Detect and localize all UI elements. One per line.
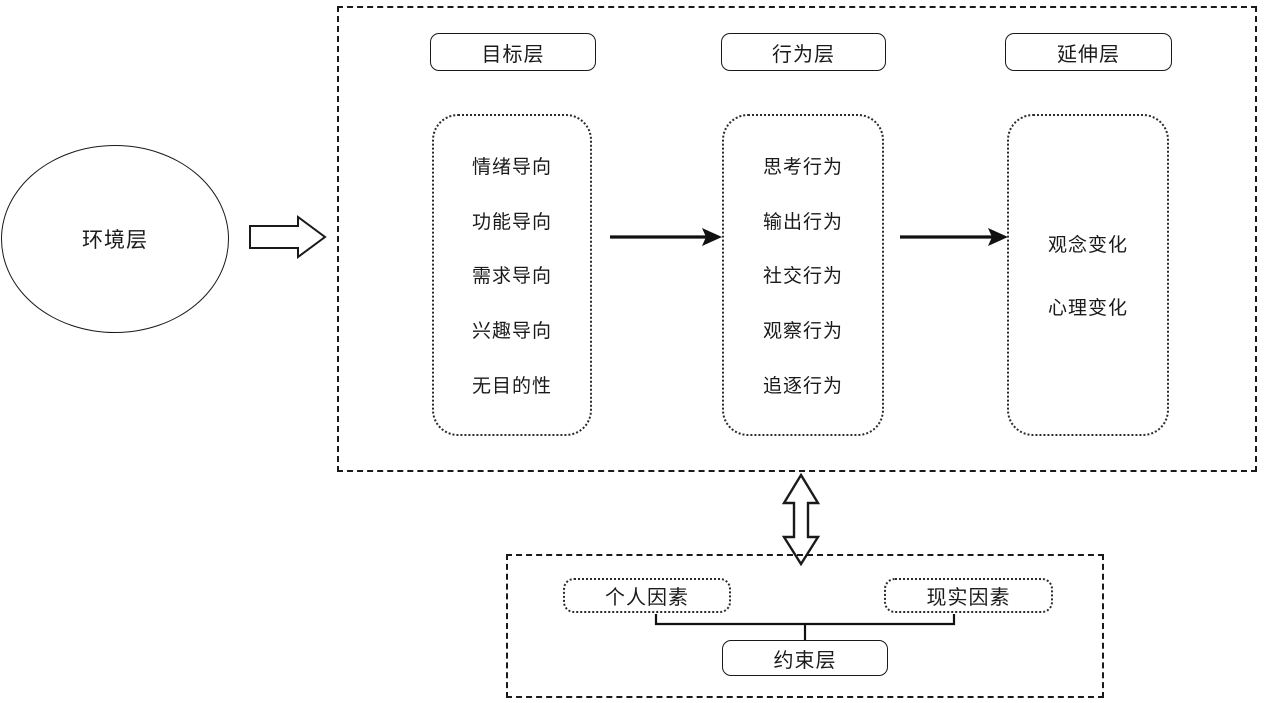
goal-item: 无目的性 bbox=[471, 376, 552, 398]
personal-factor-label: 个人因素 bbox=[605, 587, 689, 609]
goal-layer-box: 情绪导向 功能导向 需求导向 兴趣导向 无目的性 bbox=[432, 114, 592, 436]
constraint-section-container bbox=[506, 554, 1104, 698]
behavior-item: 社交行为 bbox=[762, 266, 843, 288]
behavior-item: 观察行为 bbox=[762, 321, 843, 343]
header-behavior-layer-label: 行为层 bbox=[772, 43, 835, 66]
header-extension-layer[interactable]: 延伸层 bbox=[1005, 33, 1172, 71]
personal-factor-box[interactable]: 个人因素 bbox=[563, 578, 731, 613]
environment-layer-circle: 环境层 bbox=[1, 145, 229, 333]
behavior-layer-box: 思考行为 输出行为 社交行为 观察行为 追逐行为 bbox=[722, 114, 884, 436]
extension-layer-box: 观念变化 心理变化 bbox=[1007, 114, 1169, 436]
double-arrow-vertical-icon bbox=[781, 472, 821, 567]
header-goal-layer[interactable]: 目标层 bbox=[430, 33, 596, 71]
goal-item: 功能导向 bbox=[471, 211, 552, 233]
behavior-item: 输出行为 bbox=[762, 211, 843, 233]
reality-factor-label: 现实因素 bbox=[926, 587, 1011, 609]
reality-factor-box[interactable]: 现实因素 bbox=[884, 578, 1053, 613]
constraint-layer-box[interactable]: 约束层 bbox=[722, 640, 888, 676]
behavior-item: 思考行为 bbox=[762, 156, 843, 178]
extension-item: 观念变化 bbox=[1047, 235, 1128, 256]
header-extension-layer-label: 延伸层 bbox=[1057, 43, 1120, 66]
main-model-container bbox=[337, 6, 1257, 472]
header-behavior-layer[interactable]: 行为层 bbox=[721, 33, 886, 71]
header-goal-layer-label: 目标层 bbox=[481, 43, 545, 66]
extension-item: 心理变化 bbox=[1047, 298, 1128, 319]
behavior-item: 追逐行为 bbox=[762, 376, 843, 398]
block-arrow-right-icon bbox=[249, 215, 327, 259]
environment-layer-label: 环境层 bbox=[82, 229, 148, 252]
constraint-layer-label: 约束层 bbox=[773, 649, 837, 672]
goal-item: 需求导向 bbox=[471, 266, 552, 288]
goal-item: 情绪导向 bbox=[471, 156, 552, 178]
goal-item: 兴趣导向 bbox=[471, 321, 552, 343]
